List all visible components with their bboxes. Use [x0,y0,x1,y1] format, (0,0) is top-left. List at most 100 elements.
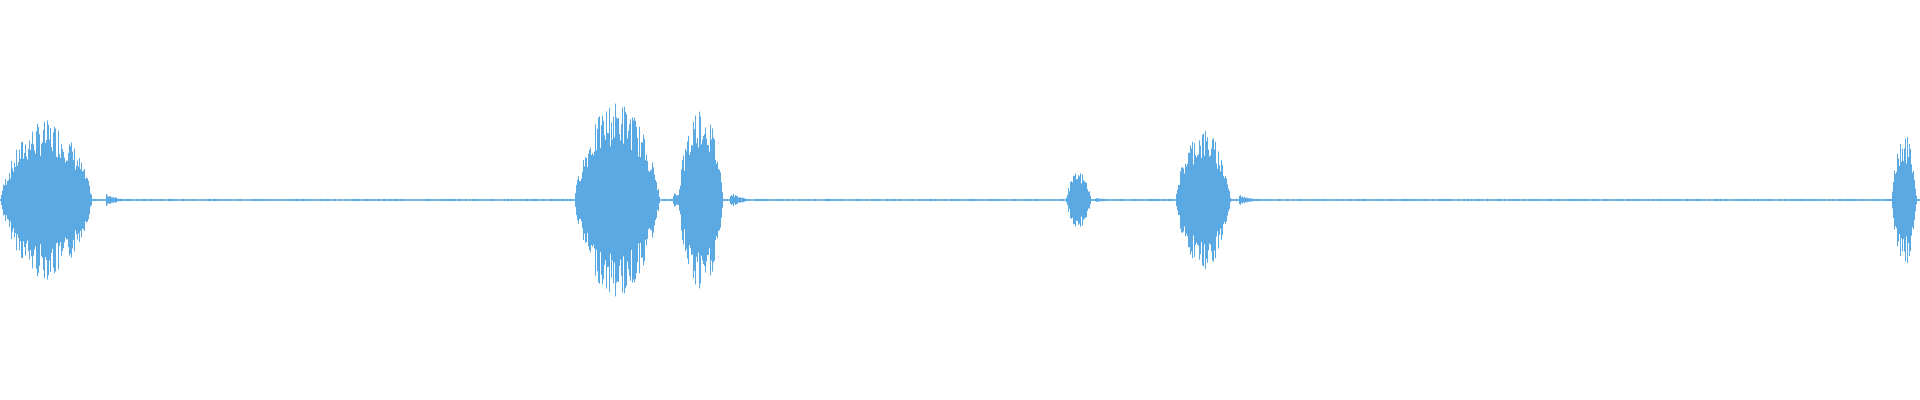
waveform-sample [1607,198,1608,202]
waveform-sample [457,199,458,201]
waveform-sample [1290,199,1291,201]
waveform-sample [692,145,693,255]
waveform-sample [707,144,708,256]
waveform-sample [1279,198,1280,202]
waveform-sample [464,199,465,201]
waveform-sample [151,198,152,202]
waveform-sample [437,199,438,201]
waveform-sample [275,199,276,201]
waveform-sample [1042,199,1043,201]
waveform-sample [322,199,323,201]
waveform-sample [1395,199,1396,201]
waveform-sample [1798,199,1799,201]
waveform-sample [407,199,408,201]
waveform-sample [1475,198,1476,202]
waveform-sample [1888,198,1889,202]
waveform-sample [1618,199,1619,201]
waveform-sample [1563,199,1564,201]
waveform-sample [556,199,557,201]
waveform-sample [399,199,400,201]
waveform-sample [1130,199,1131,201]
waveform-sample [76,165,77,235]
waveform-sample [863,199,864,201]
waveform-sample [1906,163,1907,237]
waveform-sample [287,199,288,201]
waveform-sample [740,197,741,203]
waveform-sample [315,199,316,201]
waveform-sample [1751,199,1752,201]
waveform-sample [1398,199,1399,201]
waveform-sample [1014,198,1015,202]
waveform-sample [1574,199,1575,201]
waveform-sample [1524,199,1525,201]
waveform-sample [910,198,911,202]
waveform-sample [1180,171,1181,229]
waveform-sample [320,198,321,202]
waveform-sample [207,199,208,201]
waveform-sample [589,149,590,251]
waveform-sample [1765,199,1766,201]
waveform-sample [1190,145,1191,255]
waveform-sample [1344,199,1345,201]
waveform-sample [1281,199,1282,201]
waveform-sample [1823,199,1824,201]
waveform-sample [495,199,496,201]
waveform-sample [580,181,581,219]
waveform-sample [1020,199,1021,201]
waveform-sample [1545,199,1546,201]
waveform-sample [1299,198,1300,202]
waveform-sample [266,198,267,202]
waveform-sample [86,177,87,223]
waveform-sample [1645,198,1646,202]
waveform-sample [879,199,880,201]
waveform-sample [1515,199,1516,201]
waveform-sample [1850,198,1851,202]
waveform-sample [1834,199,1835,201]
waveform-sample [626,114,627,286]
waveform-sample [468,199,469,201]
waveform-sample [392,199,393,201]
waveform-sample [395,198,396,202]
waveform-sample [786,199,787,201]
waveform-sample [1270,199,1271,201]
waveform-sample [773,199,774,201]
waveform-sample [1429,199,1430,201]
waveform-sample [1246,198,1247,202]
waveform-sample [1239,195,1240,205]
waveform-sample [1206,141,1207,259]
waveform-sample [1780,198,1781,202]
waveform-sample [945,199,946,201]
waveform-sample [1058,199,1059,201]
waveform-sample [1583,199,1584,201]
waveform-sample [585,157,586,243]
waveform-sample [656,181,657,219]
waveform-sample [347,199,348,201]
waveform-sample [1497,198,1498,202]
waveform-sample [501,199,502,201]
waveform-sample [467,199,468,201]
waveform-sample [1247,197,1248,203]
waveform-sample [1008,199,1009,201]
waveform-sample [1083,180,1084,220]
waveform-sample [1352,199,1353,201]
waveform-sample [890,199,891,201]
waveform-sample [33,144,34,256]
waveform-sample [507,199,508,201]
waveform-sample [1406,199,1407,201]
waveform-sample [363,199,364,201]
waveform-sample [1845,199,1846,201]
waveform-sample [1435,199,1436,201]
waveform-sample [622,107,623,293]
waveform-sample [733,193,734,207]
waveform-sample [1157,199,1158,201]
waveform-sample [533,199,534,201]
waveform-sample [1236,198,1237,202]
waveform-sample [1764,199,1765,201]
waveform-sample [1554,198,1555,202]
waveform-sample [1876,198,1877,202]
waveform-sample [1575,198,1576,202]
waveform-sample [3,184,4,216]
waveform-sample [1503,199,1504,201]
